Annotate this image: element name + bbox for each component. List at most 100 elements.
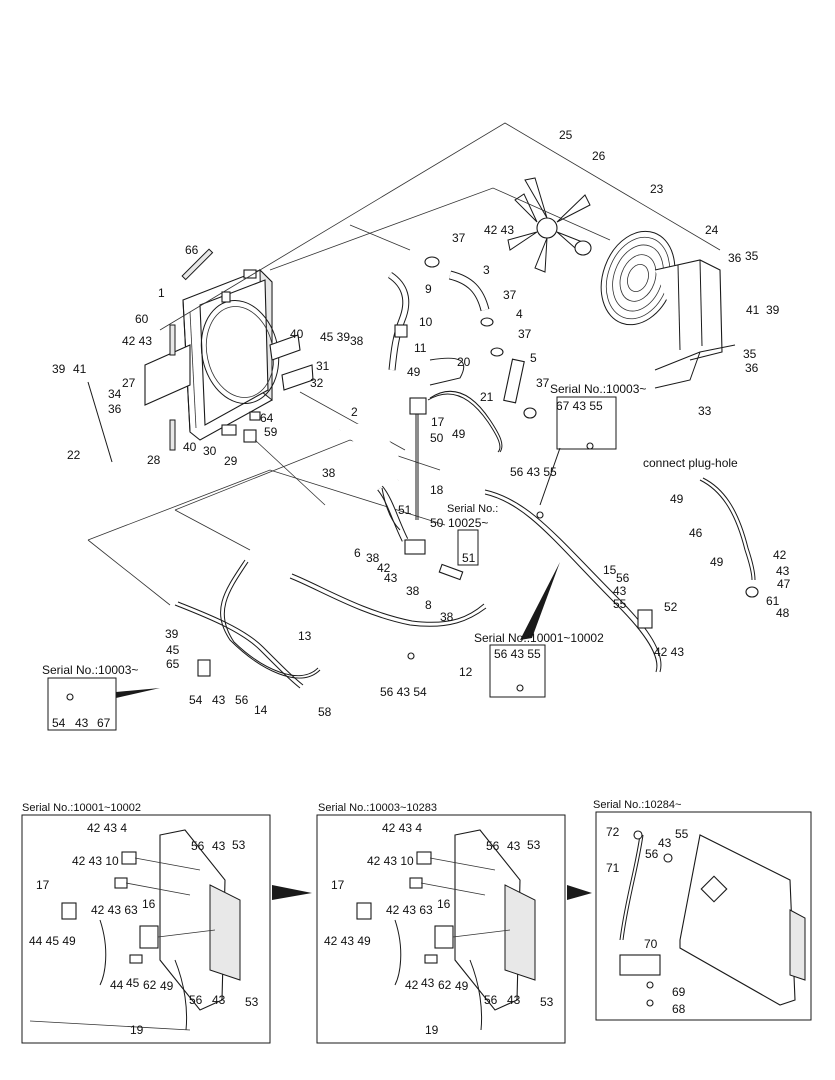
callout: 49 — [455, 979, 469, 993]
callout: 68 — [672, 1002, 686, 1016]
callout: 51 — [462, 551, 476, 565]
callout: 49 — [160, 979, 174, 993]
callout: 44 45 49 — [29, 934, 76, 948]
callout: 54 — [52, 716, 66, 730]
arrow-panel2-3 — [567, 885, 592, 900]
callout: 39 — [165, 627, 179, 641]
callout: 9 — [425, 282, 432, 296]
callout: 52 — [664, 600, 678, 614]
callout: 30 — [203, 444, 217, 458]
callout: 24 — [705, 223, 719, 237]
callout: 49 — [452, 427, 466, 441]
note-serial-mid: Serial No.: — [447, 503, 498, 515]
callout: 43 — [613, 584, 627, 598]
callout: 42 43 — [484, 223, 514, 237]
callout: 33 — [698, 404, 712, 418]
callout: 16 — [437, 897, 451, 911]
callout: 59 — [264, 425, 278, 439]
callout: 58 — [318, 705, 332, 719]
panel-1 — [21, 814, 271, 1044]
callout: 42 43 49 — [324, 934, 371, 948]
callout: 1 — [158, 286, 165, 300]
callout: 70 — [644, 937, 658, 951]
callout: 66 — [185, 243, 199, 257]
callout: 42 — [773, 548, 787, 562]
callout: 43 — [212, 693, 226, 707]
callout: 65 — [166, 657, 180, 671]
callout: 37 — [503, 288, 517, 302]
callout: 12 — [459, 665, 473, 679]
callout: 62 — [143, 978, 157, 992]
callout: 10025~ — [448, 516, 488, 530]
callout: 38 — [440, 610, 454, 624]
callout: 49 — [407, 365, 421, 379]
callout: 36 — [108, 402, 122, 416]
callout: 53 — [245, 995, 259, 1009]
callout: 56 — [486, 839, 500, 853]
callout: 31 — [316, 359, 330, 373]
callout: 53 — [527, 838, 541, 852]
callout: 62 — [438, 978, 452, 992]
callout: 44 — [110, 978, 124, 992]
callout: 5 — [530, 351, 537, 365]
note-serial-10001-10002-mid: Serial No.:10001~10002 — [474, 631, 604, 645]
callout: 43 — [776, 564, 790, 578]
callout: 72 — [606, 825, 620, 839]
callout: 45 39 — [320, 330, 350, 344]
callout: 42 43 10 — [72, 854, 119, 868]
callout: 67 43 55 — [556, 399, 603, 413]
arrow-mid-box — [520, 562, 560, 640]
callout: 56 — [616, 571, 630, 585]
callout: 39 — [766, 303, 780, 317]
callout: 42 43 4 — [382, 821, 422, 835]
callout: 41 — [746, 303, 760, 317]
callout: 43 — [75, 716, 89, 730]
radiator-assembly — [144, 268, 314, 443]
callout: 19 — [425, 1023, 439, 1037]
callout: 50 — [430, 516, 444, 530]
callout: 26 — [592, 149, 606, 163]
callout: 69 — [672, 985, 686, 999]
callout: 27 — [122, 376, 136, 390]
callout: 23 — [650, 182, 664, 196]
serial-box-mid — [489, 644, 546, 698]
callout: 16 — [142, 897, 156, 911]
callout: 43 — [507, 993, 521, 1007]
callout: 15 — [603, 563, 617, 577]
callout: 43 — [384, 571, 398, 585]
callout: 42 43 4 — [87, 821, 127, 835]
callout: 38 — [406, 584, 420, 598]
callout: 41 — [73, 362, 87, 376]
callout: 4 — [516, 307, 523, 321]
callout: 43 — [421, 976, 435, 990]
callout: 38 — [350, 334, 364, 348]
fan-and-guard — [507, 177, 736, 389]
callout: 42 — [405, 978, 419, 992]
callout: 17 — [36, 878, 50, 892]
callout: 38 — [322, 466, 336, 480]
callout: 42 — [377, 561, 391, 575]
callout: 13 — [298, 629, 312, 643]
callout: 20 — [457, 355, 471, 369]
callout: 43 — [658, 836, 672, 850]
callout: 53 — [232, 838, 246, 852]
callout: 55 — [675, 827, 689, 841]
callout: 54 — [189, 693, 203, 707]
callout: 36 — [745, 361, 759, 375]
callout: 45 — [126, 976, 140, 990]
callout: 22 — [67, 448, 81, 462]
callout: 56 43 54 — [380, 685, 427, 699]
callout: 35 — [745, 249, 759, 263]
panel2-title: Serial No.:10003~10283 — [318, 802, 437, 814]
callout: 71 — [606, 861, 620, 875]
callout: 56 — [191, 839, 205, 853]
note-serial-10003-left: Serial No.:10003~ — [42, 663, 138, 677]
callout: 6 — [354, 546, 361, 560]
callout: 45 — [166, 643, 180, 657]
callout: 18 — [430, 483, 444, 497]
hoses-and-pipes — [47, 248, 759, 731]
callout: 21 — [480, 390, 494, 404]
callout: 43 — [507, 839, 521, 853]
callout: 25 — [559, 128, 573, 142]
callout: 36 — [728, 251, 742, 265]
